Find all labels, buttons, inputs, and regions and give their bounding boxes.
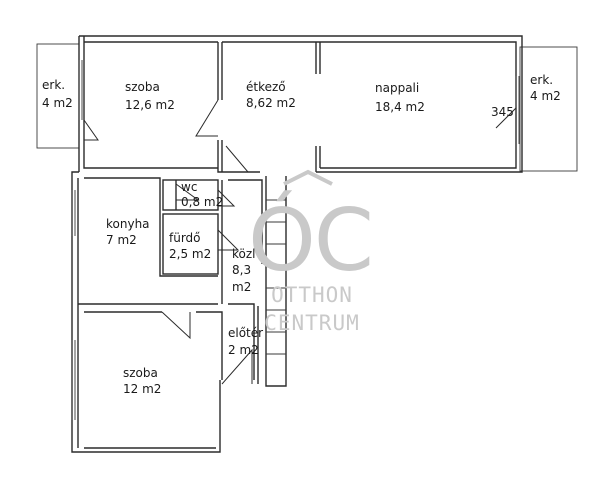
label-erk-left-area: 4 m2 <box>42 96 73 110</box>
label-wc-name: wc <box>181 180 197 194</box>
label-eloter-name: előtér <box>228 326 263 340</box>
label-eloter-area: 2 m2 <box>228 343 259 357</box>
balcony-right <box>519 46 578 172</box>
logo-line-2: CENTRUM <box>264 311 360 335</box>
label-annotation-345: 345 <box>491 105 514 119</box>
label-kozl-name: közl <box>232 247 256 261</box>
logo-monogram: ÓC <box>248 190 372 291</box>
label-etkezo-name: étkező <box>246 80 286 94</box>
windows <box>71 60 520 420</box>
label-kozl-area-unit: m2 <box>232 280 251 294</box>
room-labels: erk. 4 m2 szoba 12,6 m2 étkező 8,62 m2 n… <box>42 73 561 396</box>
door-swings <box>83 99 517 385</box>
label-konyha-area: 7 m2 <box>106 233 137 247</box>
label-wc-area: 0,8 m2 <box>181 195 223 209</box>
label-nappali-name: nappali <box>375 81 419 95</box>
label-nappali-area: 18,4 m2 <box>375 100 425 114</box>
label-szoba-bottom-area: 12 m2 <box>123 382 161 396</box>
label-kozl-area-value: 8,3 <box>232 263 251 277</box>
label-szoba-top-area: 12,6 m2 <box>125 98 175 112</box>
label-szoba-top-name: szoba <box>125 80 160 94</box>
label-szoba-bottom-name: szoba <box>123 366 158 380</box>
label-furdo-name: fürdő <box>169 231 201 245</box>
label-erk-right-area: 4 m2 <box>530 89 561 103</box>
label-erk-left-name: erk. <box>42 78 65 92</box>
label-furdo-area: 2,5 m2 <box>169 247 211 261</box>
label-erk-right-name: erk. <box>530 73 553 87</box>
outer-walls <box>71 35 523 453</box>
label-etkezo-area: 8,62 m2 <box>246 96 296 110</box>
logo-line-1: OTTHON <box>271 283 353 307</box>
label-konyha-name: konyha <box>106 217 150 231</box>
interior-walls <box>78 41 517 449</box>
otthon-centrum-logo: ÓC OTTHON CENTRUM <box>248 169 374 335</box>
